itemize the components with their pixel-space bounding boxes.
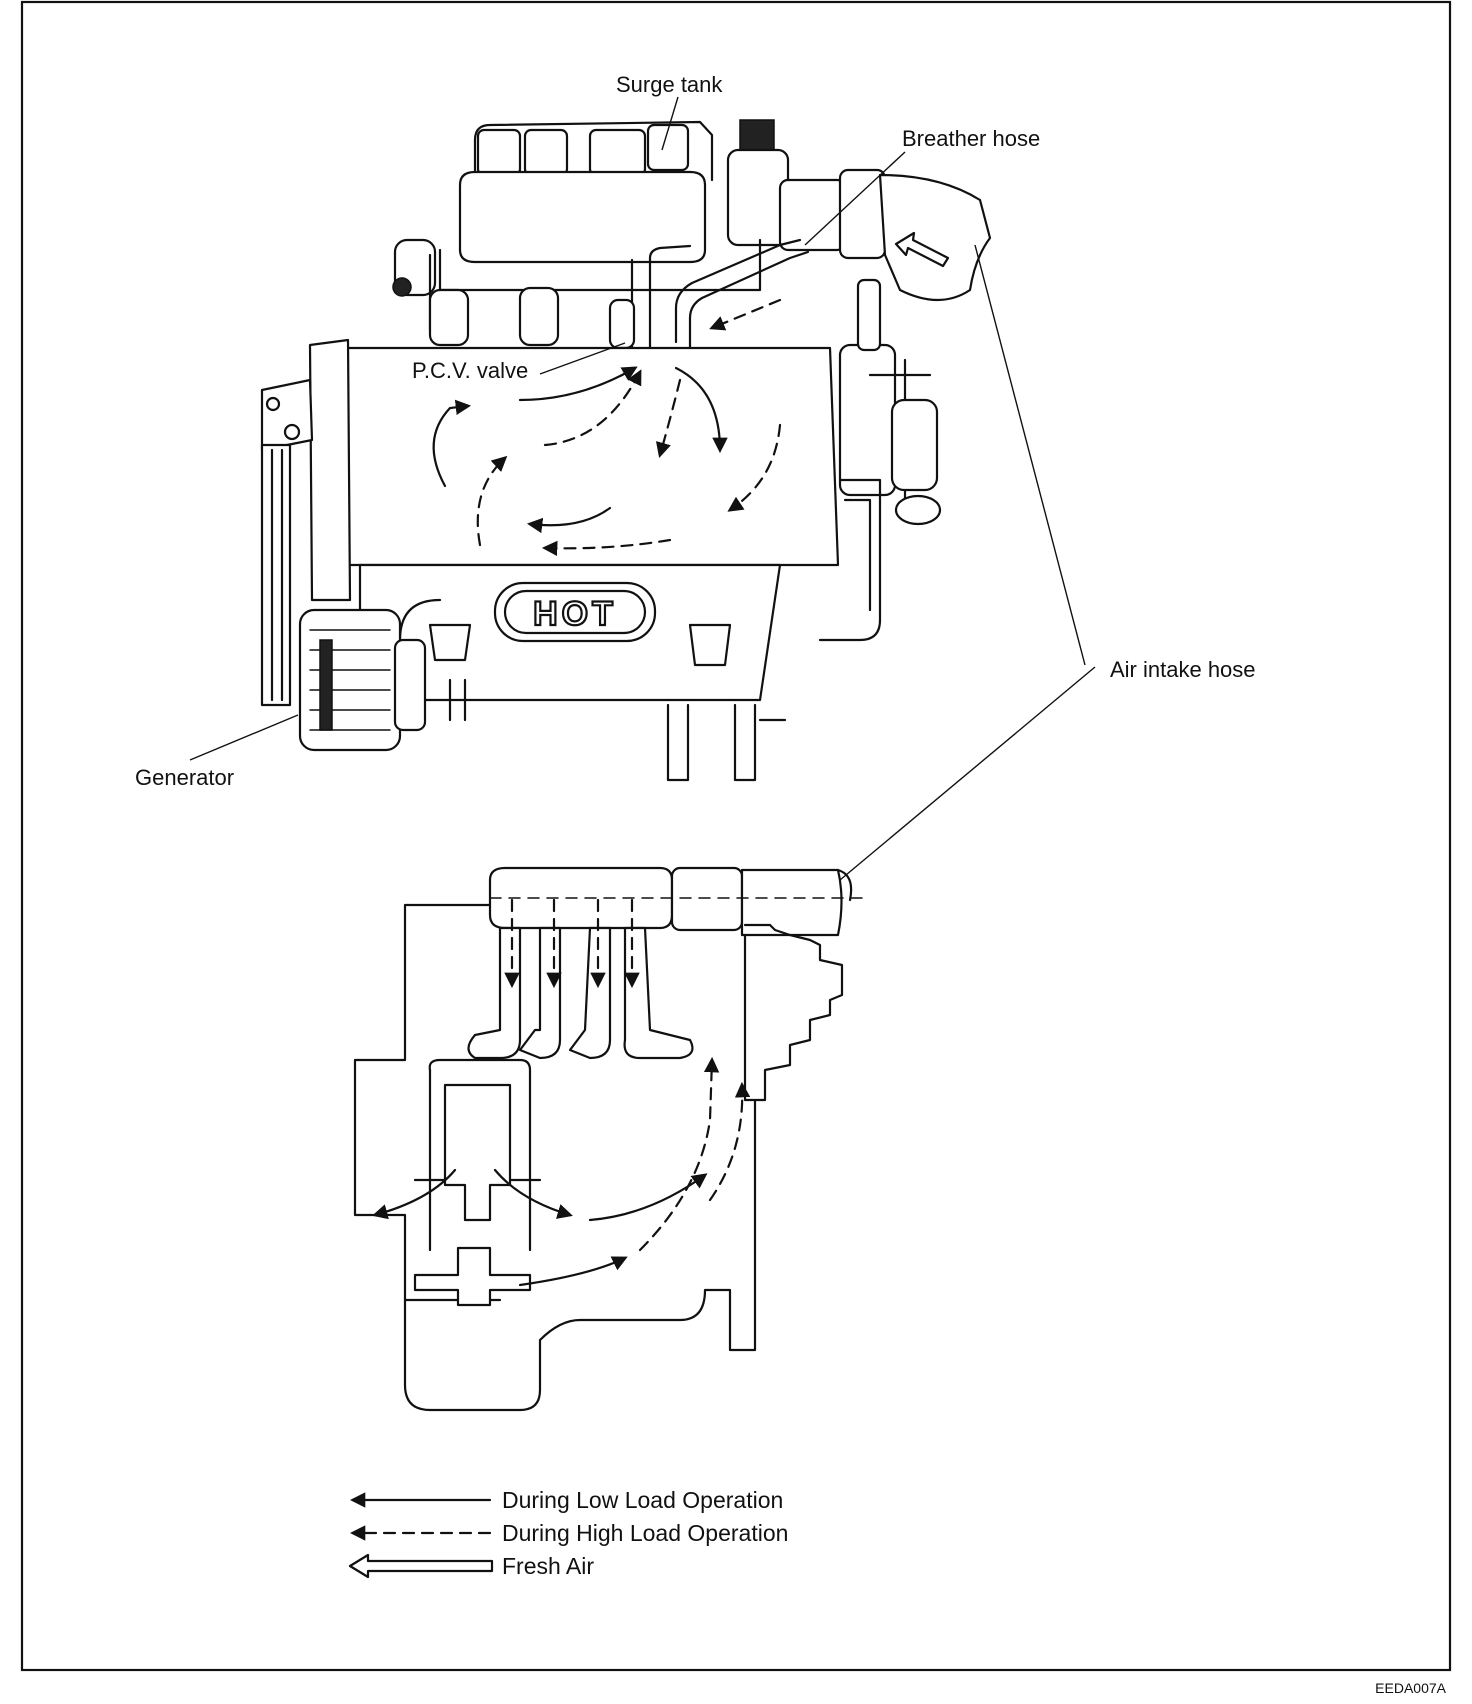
valve-cover-flow [432,366,782,557]
label-surge-tank: Surge tank [616,72,723,97]
label-pcv-valve: P.C.V. valve [412,358,528,383]
legend-high-load: During High Load Operation [502,1520,788,1546]
legend-low-load: During Low Load Operation [502,1487,783,1513]
label-generator: Generator [135,765,234,790]
label-breather-hose: Breather hose [902,126,1040,151]
engine-illustration: HOT [260,119,992,782]
leader-lines [189,96,1096,881]
legend-fresh-air: Fresh Air [502,1553,594,1579]
engine-section-view [353,866,863,1412]
diagram-frame [20,0,1452,1672]
breather-hose [674,238,802,344]
spark-plug-tubes [428,286,636,350]
surge-tank-body [458,170,707,264]
figure-code: EEDA007A [1375,1680,1446,1696]
upper-air-intake-hose [878,173,992,301]
cylinder-block-outline [353,903,844,1412]
legend: During Low Load Operation During High Lo… [348,1487,788,1579]
legend-hollow-arrow-icon [348,1553,494,1579]
fresh-air-arrow-icon [894,231,950,268]
generator-unit [298,608,427,752]
hot-badge-text: HOT [533,595,617,633]
piston [443,1083,512,1222]
label-air-intake-hose: Air intake hose [1110,657,1256,682]
